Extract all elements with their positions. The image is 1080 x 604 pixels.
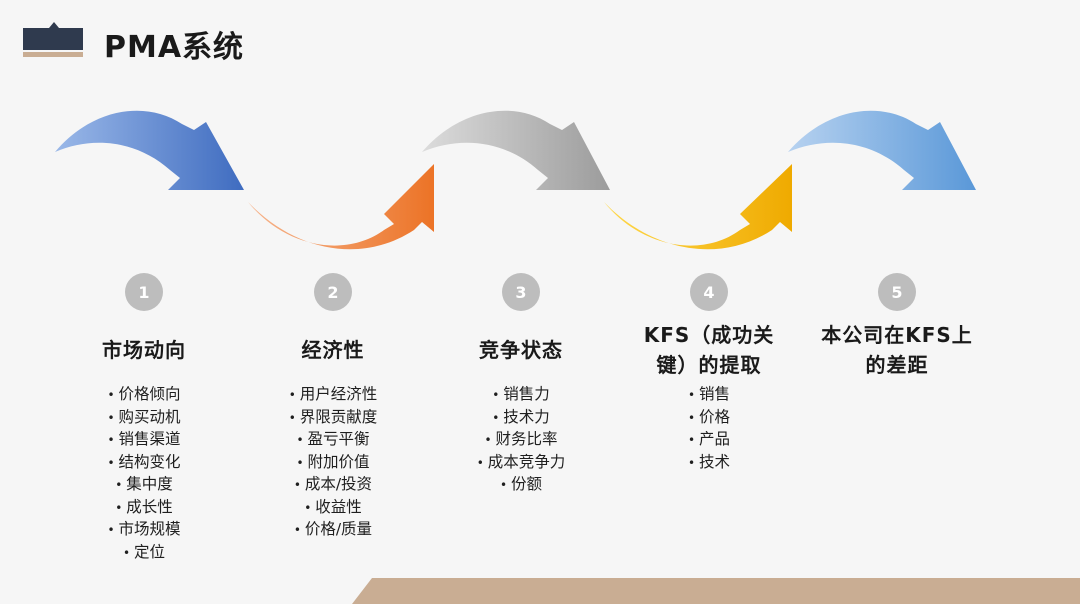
list-item: 技术 — [619, 451, 799, 474]
logo-bar-tan — [23, 52, 83, 57]
list-item: 价格/质量 — [243, 518, 423, 541]
step-2-list: 用户经济性 界限贡献度 盈亏平衡 附加价值 成本/投资 收益性 价格/质量 — [243, 383, 423, 541]
footer-band — [352, 578, 1080, 604]
list-item: 成本竞争力 — [431, 451, 611, 474]
list-item: 盈亏平衡 — [243, 428, 423, 451]
logo-bar-dark — [23, 28, 83, 50]
list-item: 销售 — [619, 383, 799, 406]
page-title: PMA系统 — [104, 30, 245, 65]
list-item: 市场规模 — [54, 518, 234, 541]
list-item: 用户经济性 — [243, 383, 423, 406]
step-4-list: 销售 价格 产品 技术 — [619, 383, 799, 473]
step-1-number: 1 — [125, 273, 163, 311]
list-item: 财务比率 — [431, 428, 611, 451]
step-5-heading: 本公司在KFS上 的差距 — [821, 323, 973, 377]
list-item: 价格 — [619, 406, 799, 429]
list-item: 份额 — [431, 473, 611, 496]
step-4-number: 4 — [690, 273, 728, 311]
list-item: 附加价值 — [243, 451, 423, 474]
arrow-step-2 — [248, 164, 434, 250]
header-logo — [23, 22, 83, 60]
list-item: 销售渠道 — [54, 428, 234, 451]
arrow-step-1 — [55, 110, 244, 190]
list-item: 价格倾向 — [54, 383, 234, 406]
list-item: 集中度 — [54, 473, 234, 496]
arrow-step-4 — [604, 164, 792, 250]
list-item: 技术力 — [431, 406, 611, 429]
step-5-number: 5 — [878, 273, 916, 311]
list-item: 成长性 — [54, 496, 234, 519]
list-item: 购买动机 — [54, 406, 234, 429]
step-2-heading: 经济性 — [301, 338, 365, 362]
list-item: 结构变化 — [54, 451, 234, 474]
step-4-heading: KFS（成功关 键）的提取 — [643, 323, 775, 377]
list-item: 界限贡献度 — [243, 406, 423, 429]
arrow-step-3 — [422, 110, 610, 190]
list-item: 成本/投资 — [243, 473, 423, 496]
step-1-heading: 市场动向 — [102, 338, 186, 362]
step-3-number: 3 — [502, 273, 540, 311]
step-3-list: 销售力 技术力 财务比率 成本竞争力 份额 — [431, 383, 611, 496]
step-1-list: 价格倾向 购买动机 销售渠道 结构变化 集中度 成长性 市场规模 定位 — [54, 383, 234, 563]
step-3-heading: 竞争状态 — [479, 338, 563, 362]
list-item: 销售力 — [431, 383, 611, 406]
list-item: 定位 — [54, 541, 234, 564]
list-item: 收益性 — [243, 496, 423, 519]
arrow-step-5 — [788, 110, 976, 190]
list-item: 产品 — [619, 428, 799, 451]
step-2-number: 2 — [314, 273, 352, 311]
logo-notch — [49, 22, 59, 28]
